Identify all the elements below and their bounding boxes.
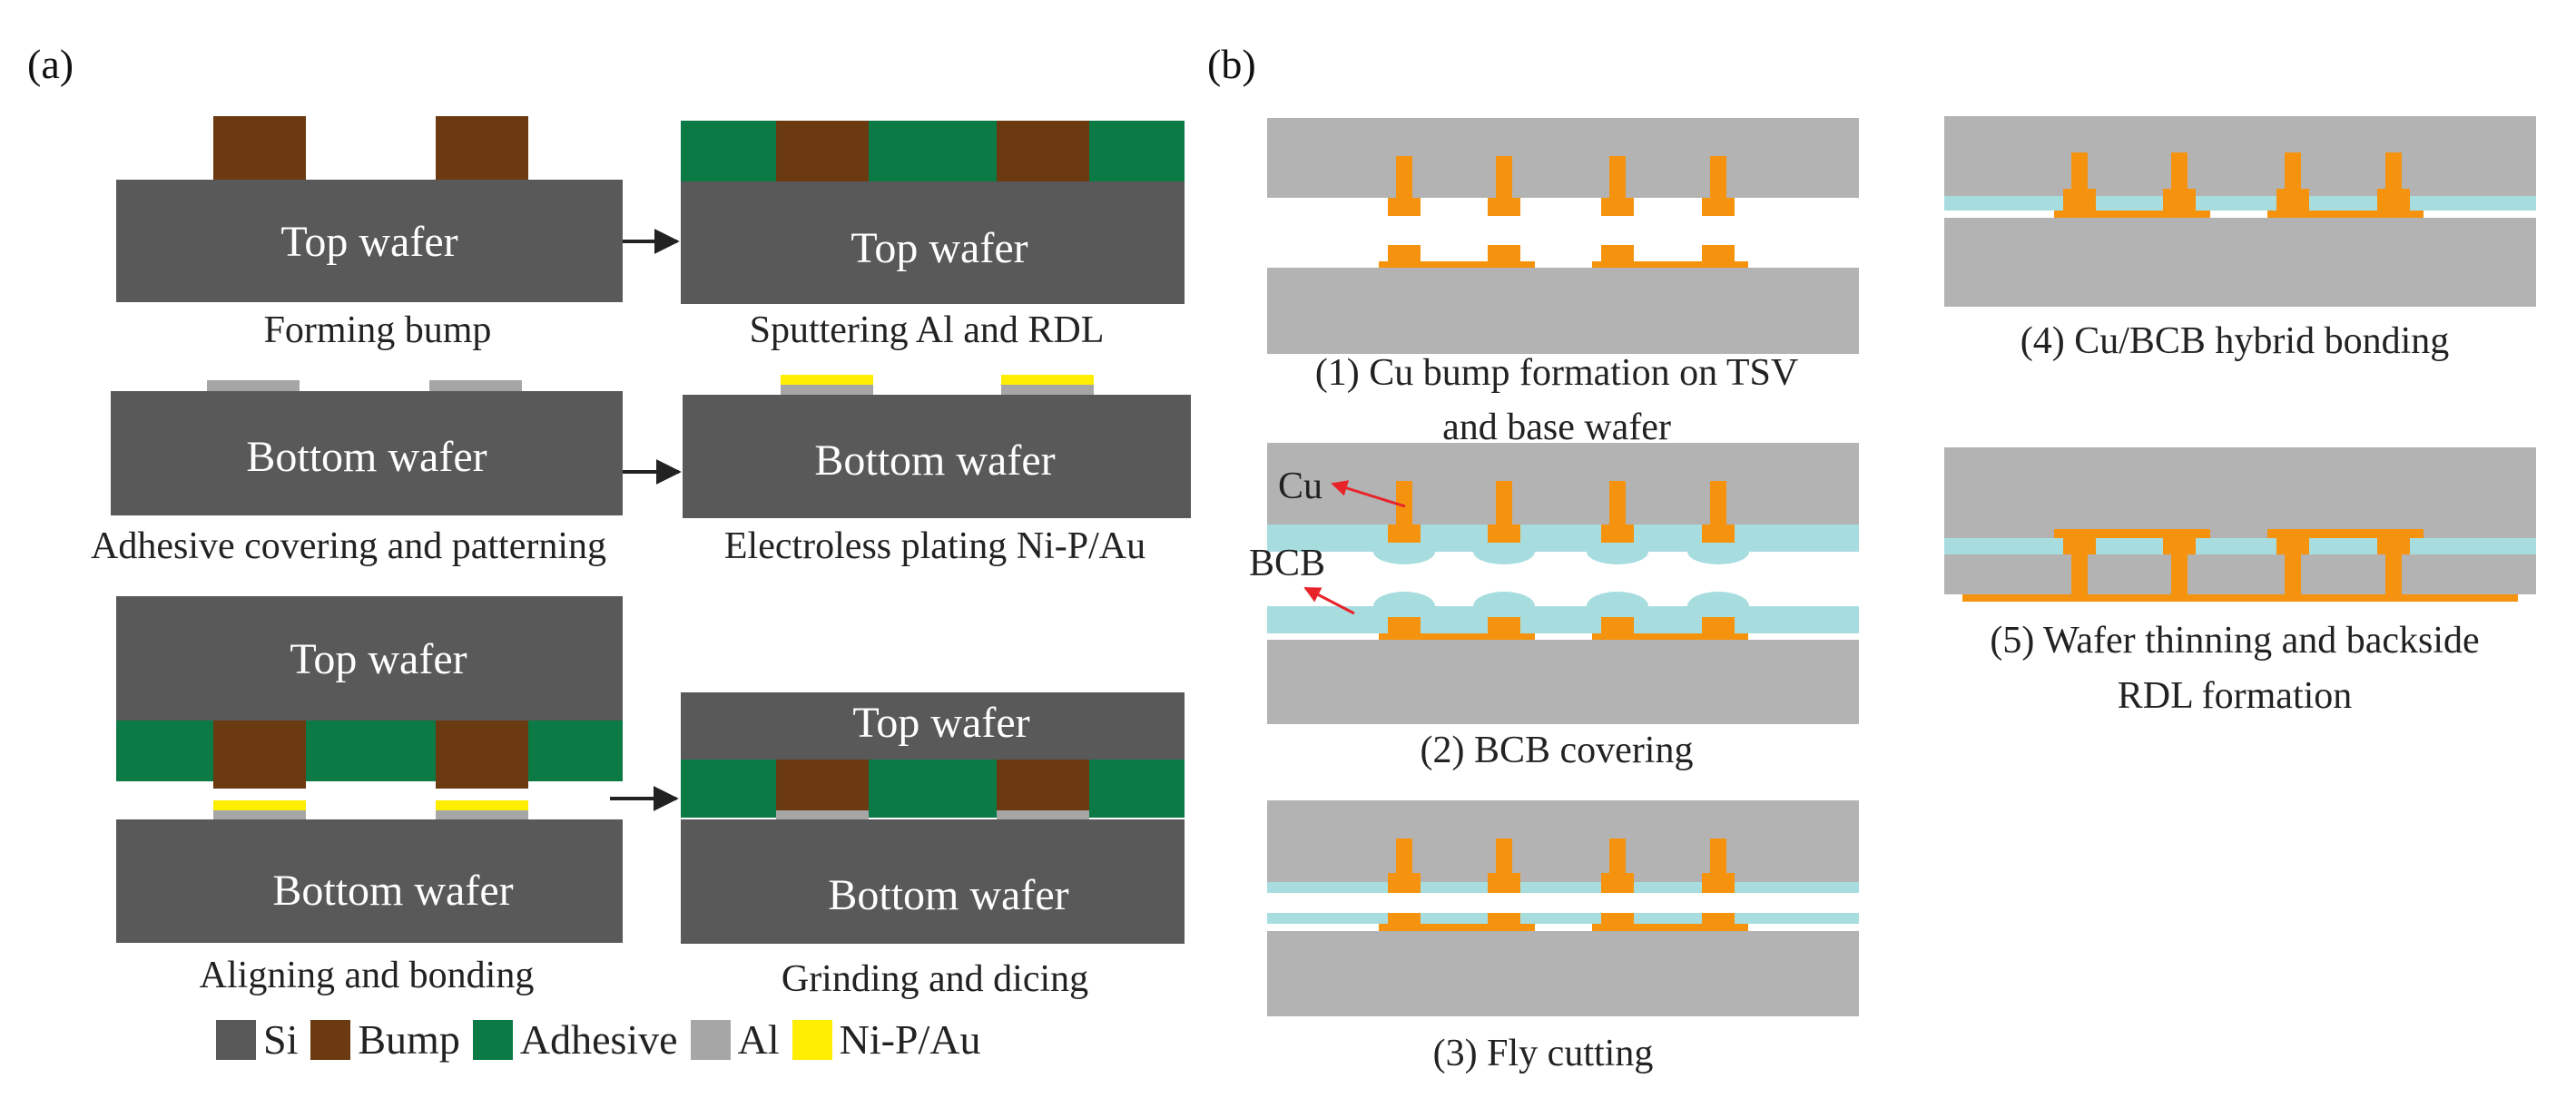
caption-sputtering: Sputtering Al and RDL: [749, 309, 1105, 351]
al-pad: [436, 810, 528, 819]
al-pad: [776, 810, 869, 819]
caption-step-1-line1: (1) Cu bump formation on TSV: [1314, 352, 1799, 394]
caption-step-3: (3) Fly cutting: [1432, 1033, 1654, 1074]
bump: [776, 760, 869, 810]
top-wafer-block: [681, 181, 1185, 304]
bump: [213, 116, 306, 180]
b-step-2: [1267, 443, 1859, 724]
step-forming-bump: [116, 116, 623, 302]
legend: Si Bump Adhesive Al Ni-P/Au: [216, 1019, 994, 1061]
legend-swatch: [216, 1020, 256, 1060]
bottom-wafer-block: [683, 395, 1191, 518]
al-pad: [429, 380, 522, 391]
wafer-label: Top wafer: [280, 218, 458, 266]
al-pad: [997, 810, 1089, 819]
bump: [997, 121, 1089, 181]
bump: [436, 721, 528, 789]
caption-aligning: Aligning and bonding: [199, 955, 535, 996]
top-wafer-block: [681, 692, 1185, 760]
bcb-pointer: [1303, 586, 1355, 615]
legend-item-si: Si: [216, 1019, 298, 1061]
legend-swatch: [472, 1020, 513, 1060]
caption-step-2: (2) BCB covering: [1420, 730, 1694, 771]
b-step-1: [1267, 118, 1859, 354]
caption-step-1-line2: and base wafer: [1442, 407, 1671, 448]
ni-au-layer: [436, 800, 528, 810]
adhesive-layer: [681, 760, 1185, 818]
caption-adhesive: Adhesive covering and patterning: [91, 525, 606, 567]
bump: [436, 116, 528, 180]
legend-item-bump: Bump: [310, 1019, 460, 1061]
caption-grinding: Grinding and dicing: [781, 958, 1089, 1000]
adhesive-layer: [116, 721, 623, 781]
legend-item-adhesive: Adhesive: [472, 1019, 678, 1061]
al-pad: [1001, 385, 1094, 395]
wafer-label: Bottom wafer: [814, 436, 1056, 485]
panel-a-tag: (a): [27, 41, 74, 87]
wafer-label: Top wafer: [850, 224, 1028, 272]
top-wafer-block: [116, 596, 623, 721]
bottom-wafer-block: [681, 819, 1185, 944]
b-step-5: [1944, 447, 2536, 602]
wafer-label: Top wafer: [852, 699, 1030, 747]
step-aligning: [116, 596, 623, 943]
bottom-wafer-block: [116, 819, 623, 943]
legend-item-ni-au: Ni-P/Au: [791, 1019, 981, 1061]
al-pad: [781, 385, 873, 395]
wafer-label: Bottom wafer: [246, 433, 487, 481]
caption-electroless: Electroless plating Ni-P/Au: [723, 525, 1146, 567]
legend-swatch: [791, 1020, 832, 1060]
bottom-wafer-block: [111, 391, 623, 515]
wafer-label: Bottom wafer: [272, 867, 514, 915]
al-pad: [207, 380, 300, 391]
adhesive-layer: [681, 121, 1185, 181]
caption-step-5-line1: (5) Wafer thinning and backside: [1990, 620, 2480, 662]
caption-step-5-line2: RDL formation: [2117, 675, 2353, 717]
panel-b-tag: (b): [1207, 41, 1256, 87]
step-adhesive: [111, 380, 623, 515]
bump: [213, 721, 306, 789]
annotation-bcb: BCB: [1249, 543, 1326, 584]
legend-item-al: Al: [690, 1019, 780, 1061]
b-step-3: [1267, 800, 1859, 1016]
bump: [776, 121, 869, 181]
bump: [997, 760, 1089, 810]
legend-swatch: [310, 1020, 351, 1060]
b-step-4: [1944, 116, 2536, 307]
cu-pointer: [1331, 480, 1406, 508]
caption-forming-bump: Forming bump: [263, 309, 492, 351]
step-grinding: [681, 692, 1185, 944]
legend-swatch: [690, 1020, 731, 1060]
panel-a-diagrams: [111, 116, 1191, 944]
step-electroless: [683, 375, 1191, 518]
wafer-label: Top wafer: [290, 635, 467, 683]
ni-au-layer: [1001, 375, 1094, 385]
caption-step-4: (4) Cu/BCB hybrid bonding: [2020, 320, 2450, 362]
ni-au-layer: [781, 375, 873, 385]
annotation-cu: Cu: [1278, 466, 1323, 507]
step-sputtering: [681, 121, 1185, 304]
al-pad: [213, 810, 306, 819]
top-wafer-block: [116, 180, 623, 302]
ni-au-layer: [213, 800, 306, 810]
wafer-label: Bottom wafer: [828, 871, 1069, 919]
